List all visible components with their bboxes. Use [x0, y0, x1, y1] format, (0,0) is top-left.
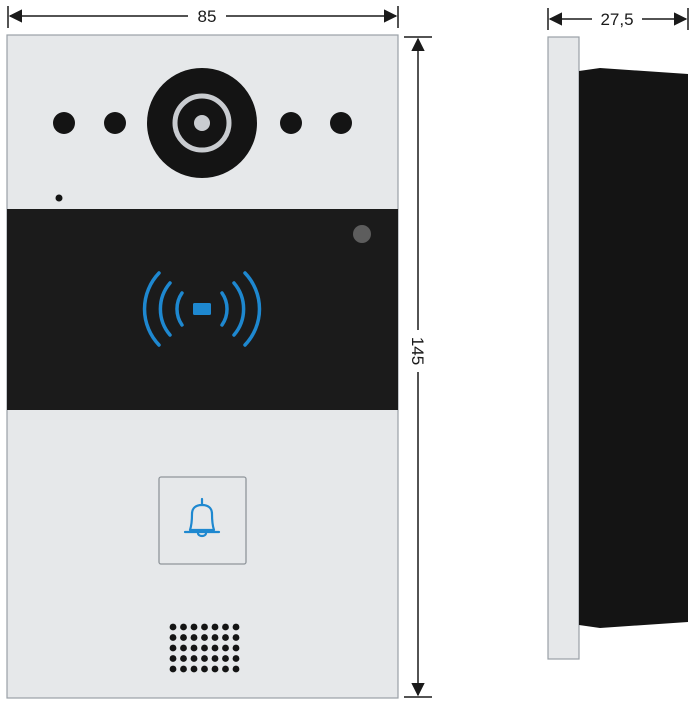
- side-view: [547, 36, 688, 660]
- rfid-waves-icon: [142, 271, 262, 347]
- grille-hole: [190, 644, 198, 652]
- grille-hole: [201, 634, 208, 641]
- side-housing: [579, 68, 688, 628]
- grille-hole: [169, 644, 177, 652]
- grille-hole: [180, 623, 187, 631]
- grille-hole: [180, 634, 187, 641]
- grille-hole: [180, 655, 187, 662]
- width-dimension: 85: [7, 6, 399, 28]
- depth-label: 27,5: [600, 10, 633, 29]
- camera-lens-icon: [147, 68, 257, 178]
- grille-hole: [222, 665, 229, 673]
- grille-hole: [222, 634, 229, 641]
- grille-hole: [190, 655, 198, 662]
- grille-hole: [211, 644, 219, 652]
- grille-hole: [211, 634, 219, 641]
- width-label: 85: [198, 7, 217, 26]
- grille-hole: [232, 644, 240, 652]
- height-label: 145: [408, 337, 427, 365]
- front-panel: [6, 34, 399, 699]
- ir-led: [330, 112, 352, 134]
- grille-hole: [232, 655, 240, 662]
- depth-dimension: 27,5: [547, 8, 689, 30]
- grille-hole: [211, 655, 219, 662]
- ir-led: [53, 112, 75, 134]
- side-faceplate: [547, 36, 580, 660]
- grille-hole: [180, 665, 187, 673]
- grille-hole: [222, 644, 229, 652]
- speaker-grille: [169, 623, 240, 673]
- grille-hole: [190, 634, 198, 641]
- height-dimension: 145: [404, 36, 432, 698]
- ir-led: [280, 112, 302, 134]
- grille-hole: [232, 665, 240, 673]
- grille-hole: [169, 623, 177, 631]
- grille-hole: [222, 623, 229, 631]
- grille-hole: [169, 665, 177, 673]
- grille-hole: [180, 644, 187, 652]
- light-sensor: [353, 225, 371, 243]
- grille-hole: [232, 634, 240, 641]
- grille-hole: [201, 623, 208, 631]
- grille-hole: [222, 655, 229, 662]
- call-button: [158, 476, 247, 565]
- grille-hole: [211, 665, 219, 673]
- grille-hole: [232, 623, 240, 631]
- bell-icon: [183, 497, 221, 538]
- grille-hole: [201, 644, 208, 652]
- grille-hole: [190, 665, 198, 673]
- grille-hole: [190, 623, 198, 631]
- grille-hole: [201, 665, 208, 673]
- grille-hole: [201, 655, 208, 662]
- grille-hole: [169, 634, 177, 641]
- ir-led: [104, 112, 126, 134]
- grille-hole: [211, 623, 219, 631]
- grille-hole: [169, 655, 177, 662]
- microphone-hole: [55, 194, 63, 202]
